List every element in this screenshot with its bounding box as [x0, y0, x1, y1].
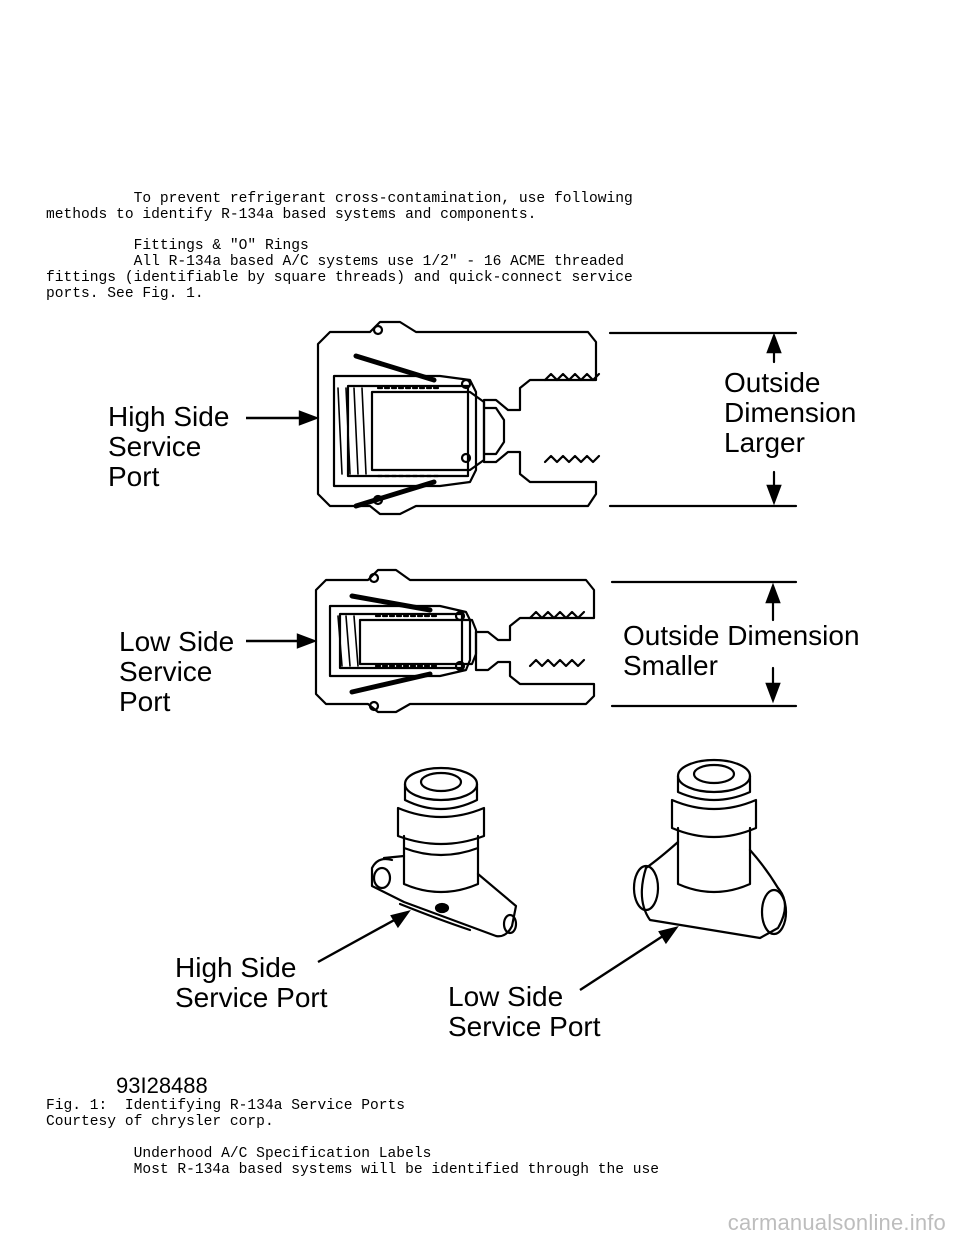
low-side-service-port-bottom-label: Low Side Service Port — [448, 981, 601, 1042]
watermark-text: carmanualsonline.info — [727, 1210, 946, 1235]
callout-arrows — [246, 332, 782, 992]
intro-paragraph: To prevent refrigerant cross-contaminati… — [46, 191, 633, 302]
high-side-port-3d-drawing — [370, 766, 518, 938]
low-side-service-port-label: Low Side Service Port — [119, 626, 235, 717]
outside-dimension-smaller-label: Outside Dimension Smaller — [623, 620, 860, 681]
high-side-service-port-bottom-label: High Side Service Port — [175, 952, 328, 1013]
outside-dimension-larger-label: Outside Dimension Larger — [724, 367, 857, 458]
low-side-port-3d-drawing — [632, 758, 788, 940]
section-paragraph: Underhood A/C Specification Labels Most … — [133, 1146, 660, 1178]
high-side-fitting-drawing — [316, 320, 601, 516]
figure-id: 93I28488 — [116, 1073, 208, 1098]
low-side-fitting-drawing — [314, 568, 596, 714]
figure-caption: Fig. 1: Identifying R-134a Service Ports… — [46, 1098, 406, 1130]
high-side-service-port-label: High Side Service Port — [108, 401, 230, 492]
